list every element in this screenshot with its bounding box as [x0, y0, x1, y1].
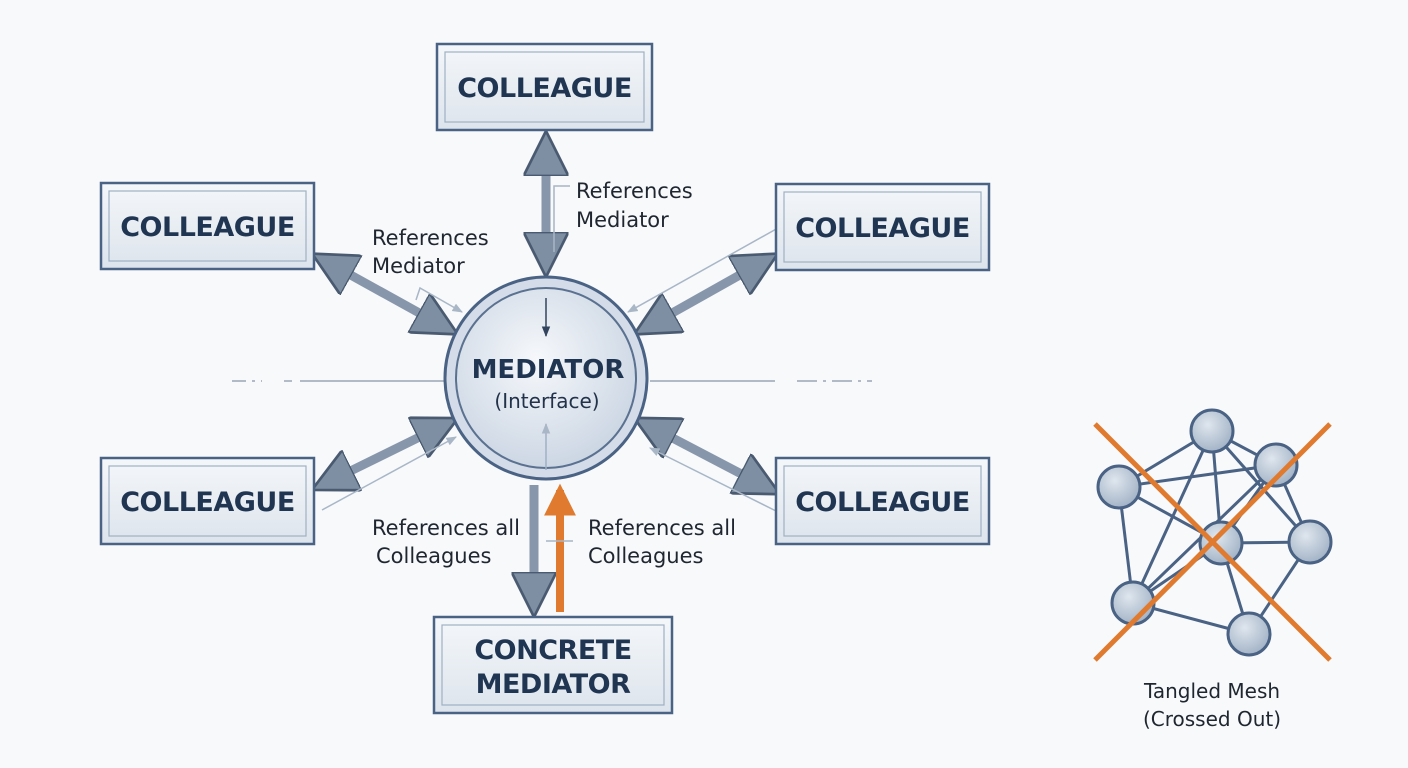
arrow-lower-left [320, 422, 450, 486]
mediator-title: MEDIATOR [472, 355, 625, 385]
note-bottom-right-line1: References all [588, 516, 736, 540]
arrow-upper-left [320, 258, 450, 330]
colleague-label: COLLEAGUE [457, 73, 632, 104]
mesh-caption-line2: (Crossed Out) [1143, 707, 1281, 731]
mediator-circle: MEDIATOR (Interface) [443, 275, 649, 481]
note-top-line2: Mediator [576, 208, 669, 232]
colleague-box-upper-right: COLLEAGUE [774, 182, 991, 272]
colleague-box-top: COLLEAGUE [435, 42, 654, 132]
colleague-label: COLLEAGUE [795, 213, 970, 244]
concrete-mediator-line2: MEDIATOR [476, 669, 631, 700]
tangled-mesh-illustration: Tangled Mesh (Crossed Out) [1093, 408, 1333, 731]
mediator-subtitle: (Interface) [494, 389, 599, 413]
note-bottom-left-line2: Colleagues [376, 544, 491, 568]
colleague-label: COLLEAGUE [120, 212, 295, 243]
colleague-label: COLLEAGUE [120, 487, 295, 518]
arrow-upper-right [642, 258, 770, 330]
note-top-line1: References [576, 179, 693, 203]
colleague-box-lower-right: COLLEAGUE [774, 456, 991, 546]
colleague-box-lower-left: COLLEAGUE [99, 456, 316, 546]
note-left-line1: References [372, 226, 489, 250]
arrow-lower-right [642, 422, 772, 490]
concrete-mediator-box: CONCRETE MEDIATOR [432, 615, 674, 715]
mesh-nodes [1096, 408, 1333, 657]
colleague-box-upper-left: COLLEAGUE [99, 181, 316, 271]
note-bottom-right-line2: Colleagues [588, 544, 703, 568]
mesh-caption-line1: Tangled Mesh [1143, 679, 1280, 703]
cross-out-mark [1093, 422, 1332, 662]
connection-arrows [320, 140, 772, 608]
annotation-lines [321, 185, 779, 542]
colleague-label: COLLEAGUE [795, 487, 970, 518]
concrete-mediator-line1: CONCRETE [474, 635, 631, 666]
note-left-line2: Mediator [372, 254, 465, 278]
note-bottom-left-line1: References all [372, 516, 520, 540]
